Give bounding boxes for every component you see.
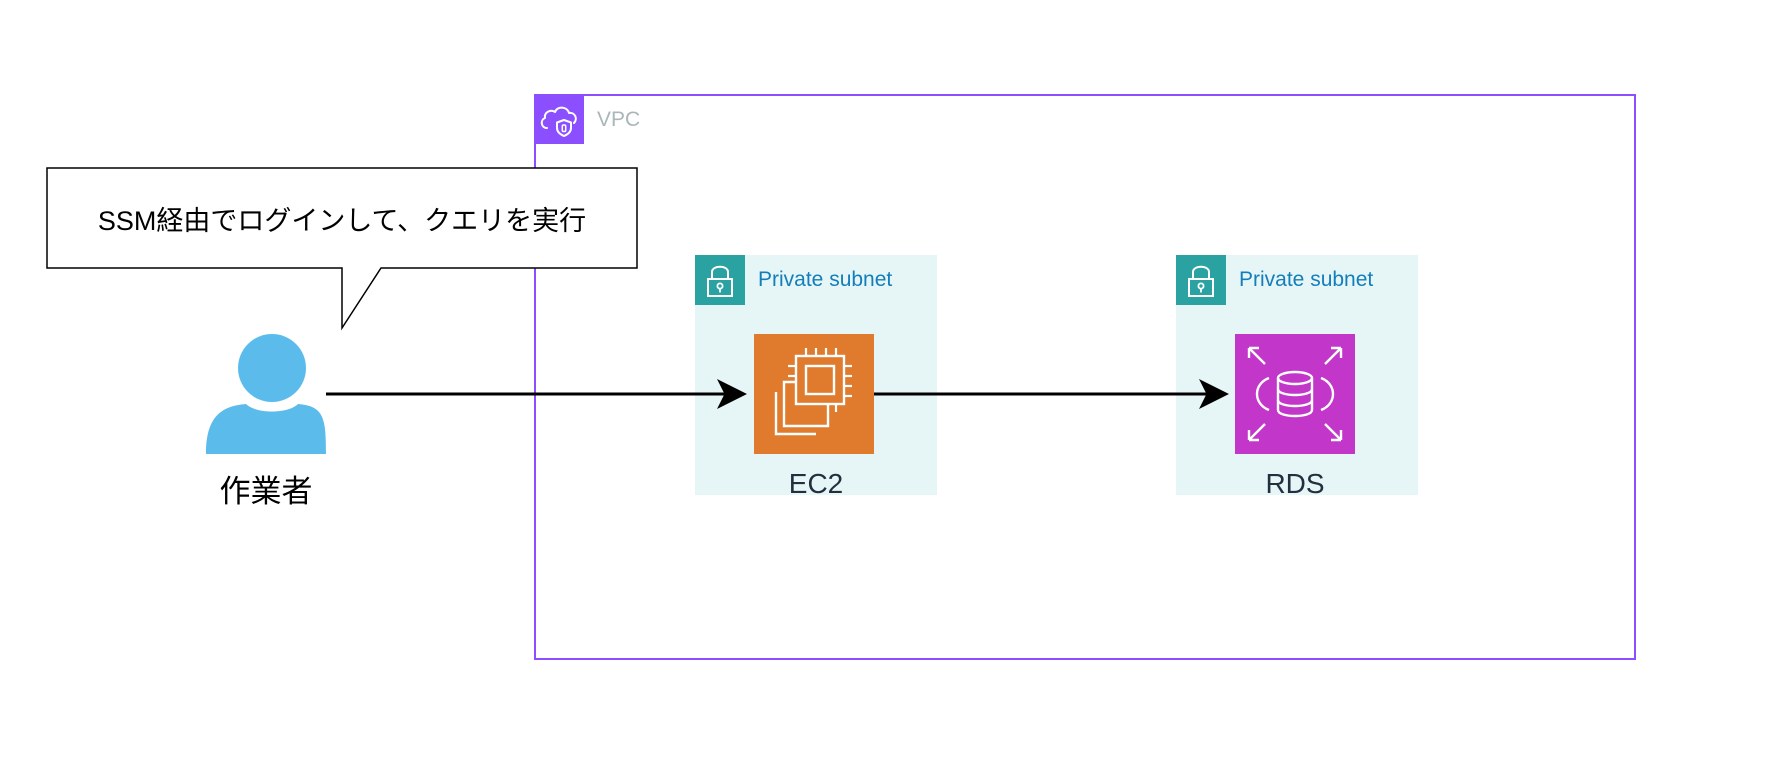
user-icon — [206, 334, 326, 454]
vpc-group — [534, 94, 1636, 660]
rds-database-icon — [1247, 346, 1343, 442]
lock-icon — [695, 255, 745, 305]
rds-label: RDS — [1265, 468, 1325, 499]
rds-node — [1235, 334, 1355, 454]
ec2-chip-icon — [774, 348, 852, 436]
lock-icon — [1176, 255, 1226, 305]
vpc-label: VPC — [597, 108, 641, 131]
subnet-label: Private subnet — [758, 268, 893, 291]
callout-text: SSM経由でログインして、クエリを実行 — [97, 205, 587, 236]
vpc-cloud-icon — [534, 94, 584, 144]
subnet-label: Private subnet — [1239, 268, 1374, 291]
worker-label: 作業者 — [219, 474, 313, 509]
ec2-label: EC2 — [788, 468, 844, 499]
speech-bubble — [46, 167, 638, 331]
ec2-node — [754, 334, 874, 454]
